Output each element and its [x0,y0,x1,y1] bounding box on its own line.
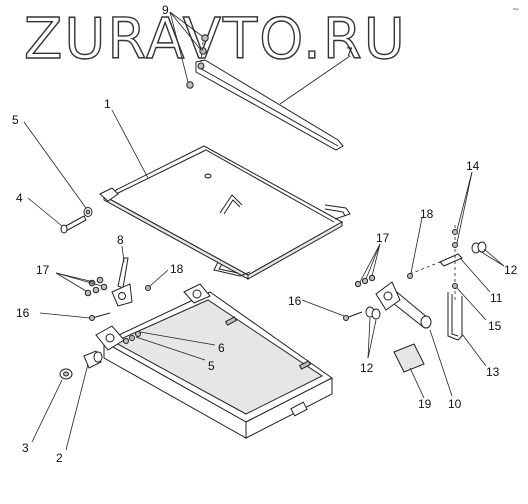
battery-tray-part-2 [95,283,333,439]
callout-14: 14 [466,159,480,173]
callout-3: 3 [22,441,29,455]
callout-12-left: 12 [360,361,374,375]
callout-8: 8 [117,233,124,247]
callout-16-right: 16 [288,294,302,308]
callout-17-left: 17 [36,263,50,277]
washers-part-12-left [365,306,381,320]
u-clamp-part-13 [447,292,463,341]
leader-lines [23,11,505,451]
washers-part-12-right [471,241,487,254]
washer-part-5 [83,207,93,217]
callout-15: 15 [488,319,502,333]
callout-19: 19 [418,397,432,411]
bushing-part-2 [83,350,103,369]
callout-1: 1 [104,97,111,111]
fasteners-part-14-15 [452,225,458,300]
callout-13: 13 [486,365,500,379]
callout-17-right: 17 [376,231,390,245]
nut-part-18-left [145,285,151,291]
nut-part-18-right [407,273,413,279]
callout-2: 2 [56,451,63,465]
pad-part-19 [393,343,425,373]
callout-5-lower: 5 [208,359,215,373]
nuts-part-17-left [84,276,108,297]
screw-part-16-left [89,312,111,321]
latch-part-8 [111,257,133,307]
callout-9: 9 [162,3,169,17]
bolt-part-4 [60,215,87,234]
callout-10: 10 [448,397,462,411]
callout-16-left: 16 [16,306,30,320]
pin-part-11 [409,253,463,275]
callout-5-top: 5 [12,113,19,127]
callout-12-right: 12 [504,263,518,277]
nut-part-3 [59,368,73,380]
corner-mark: ~ [512,5,520,15]
hinge-arm-part-10 [375,281,432,329]
callout-7: 7 [346,45,353,59]
fasteners-part-9 [186,34,209,89]
nuts-part-17-right [354,274,376,288]
callout-labels: 1 2 3 4 5 5 6 7 8 9 10 11 12 12 13 14 15… [12,3,518,465]
callout-4: 4 [16,191,23,205]
fasteners-part-5-6 [123,331,141,344]
strap-part-7 [195,59,344,151]
watermark-text: ZURAVTO.RU [24,7,407,72]
screw-part-16-right [343,311,363,321]
callout-6: 6 [218,341,225,355]
callout-18-left: 18 [170,262,184,276]
callout-18-right: 18 [420,207,434,221]
callout-11: 11 [490,291,503,305]
cover-lid-part-1 [99,145,351,280]
